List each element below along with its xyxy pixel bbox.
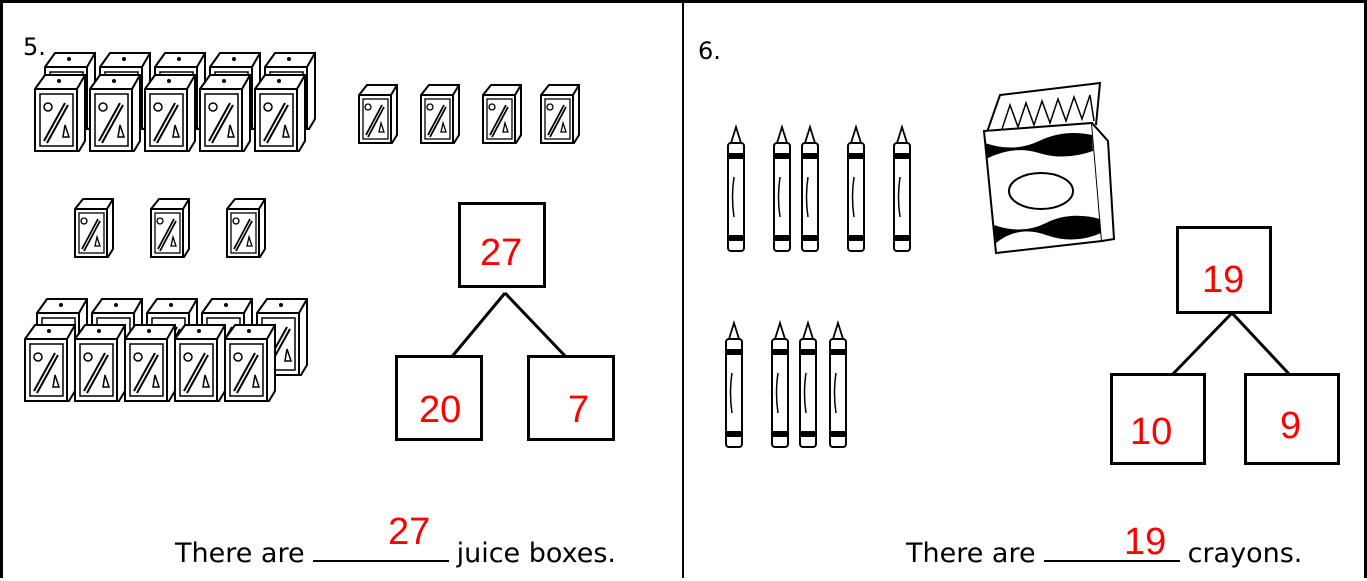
answer-value: 19 [1124, 521, 1167, 563]
bond-whole-box [458, 202, 546, 288]
bond-whole-value: 19 [1202, 259, 1245, 301]
problem-6-panel: 6. [684, 0, 1367, 578]
sentence-end: crayons. [1187, 538, 1303, 569]
bond-whole-box [1176, 226, 1272, 314]
problem-5-panel: 5. [0, 0, 684, 578]
answer-value: 27 [388, 511, 431, 553]
sentence-end: juice boxes. [456, 538, 616, 569]
bond-line-left [448, 292, 507, 360]
bond-line-left [1170, 311, 1234, 377]
crayon-box-icon [982, 81, 1116, 255]
bond-part1-value: 20 [419, 389, 462, 431]
bond-line-right [503, 291, 570, 361]
sentence-start: There are [175, 538, 305, 569]
problem-number: 5. [23, 33, 46, 61]
bond-part2-box [527, 355, 615, 441]
bond-part1-value: 10 [1130, 411, 1173, 453]
answer-sentence: There are crayons. [906, 538, 1302, 569]
bond-part2-value: 7 [568, 389, 590, 431]
answer-blank [312, 538, 449, 562]
problem-number: 6. [698, 37, 721, 65]
bond-line-right [1230, 311, 1292, 377]
bond-part1-box [395, 355, 483, 441]
bond-part1-box [1110, 373, 1206, 465]
bond-part2-box [1244, 373, 1340, 465]
bond-whole-value: 27 [480, 232, 523, 274]
juice-boxes-illustration [24, 52, 580, 402]
answer-sentence: There are juice boxes. [175, 538, 616, 569]
sentence-start: There are [906, 538, 1036, 569]
answer-blank [1043, 538, 1180, 562]
bond-part2-value: 9 [1280, 405, 1302, 447]
crayons-illustration [725, 81, 1292, 448]
